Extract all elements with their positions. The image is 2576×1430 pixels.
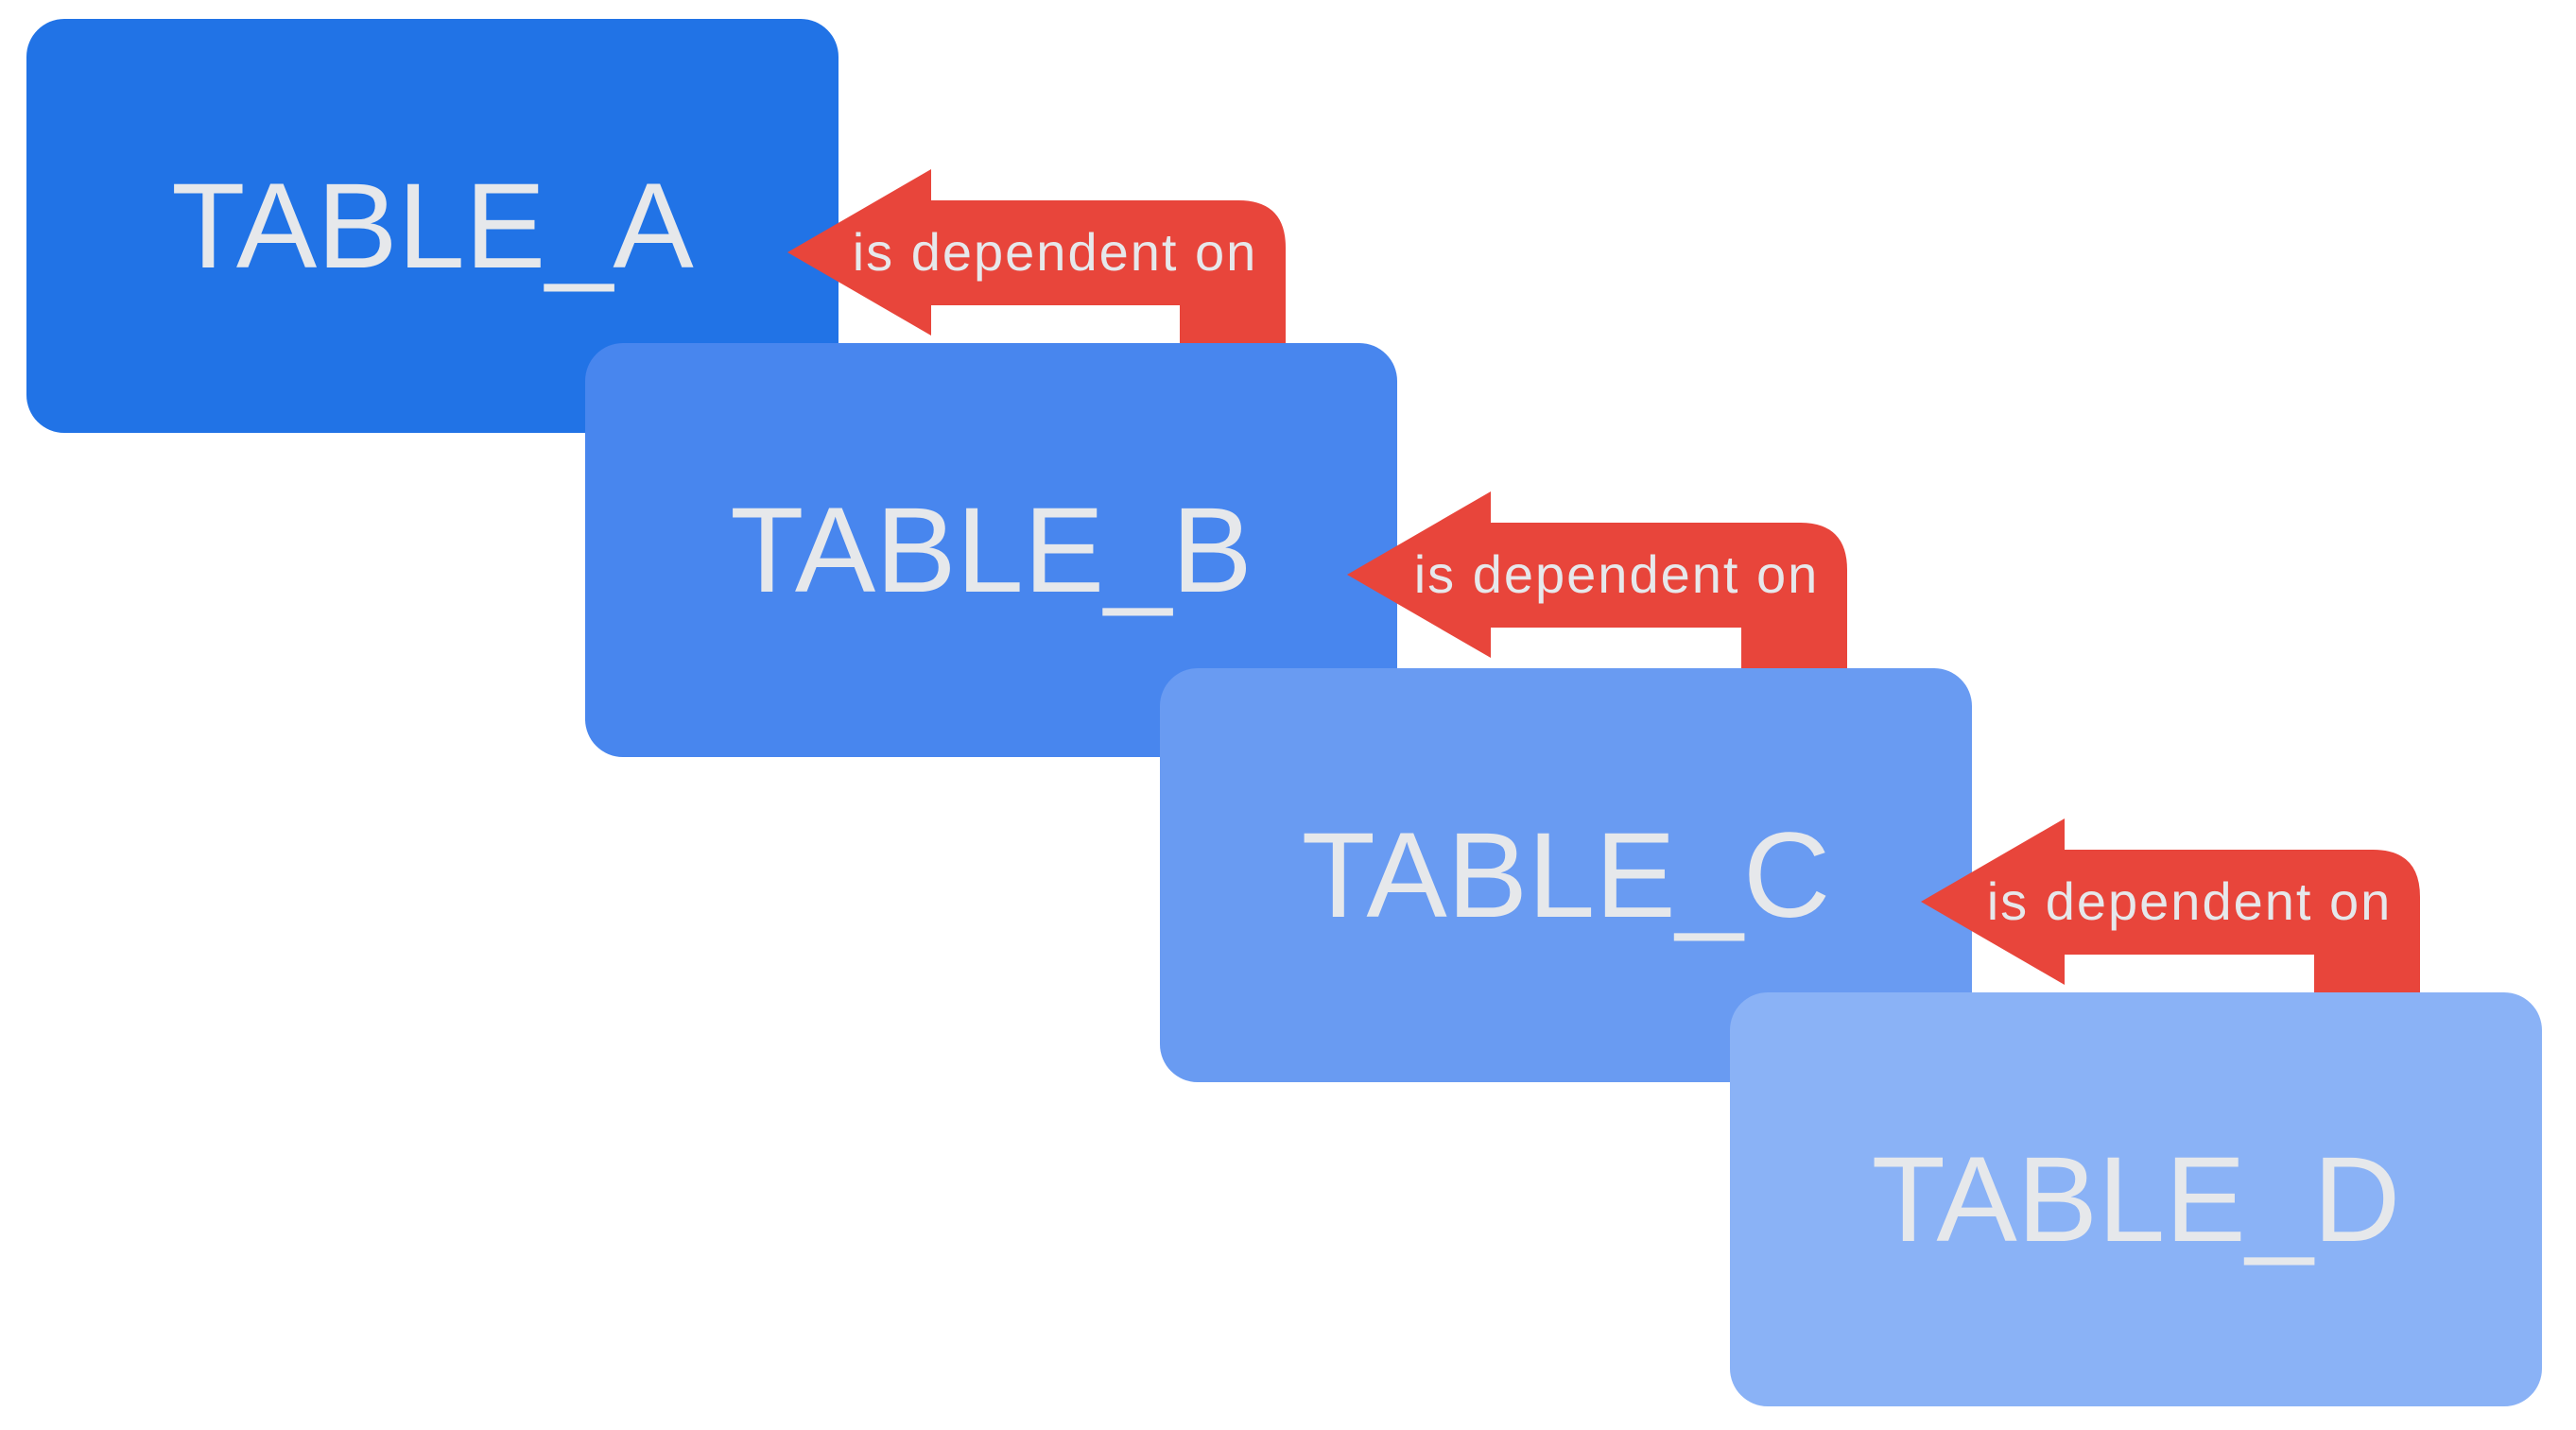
arrow-label-c-to-b: is dependent on (1413, 544, 1820, 604)
table-d-label: TABLE_D (1871, 1131, 2401, 1267)
table-a-label: TABLE_A (171, 158, 694, 294)
table-a-node: TABLE_A (26, 19, 838, 433)
table-b-label: TABLE_B (730, 482, 1253, 618)
table-c-label: TABLE_C (1301, 807, 1831, 943)
arrow-label-b-to-a: is dependent on (852, 222, 1258, 282)
table-b-node: TABLE_B (585, 343, 1397, 757)
table-d-node: TABLE_D (1730, 992, 2542, 1406)
arrow-label-d-to-c: is dependent on (1986, 871, 2393, 931)
